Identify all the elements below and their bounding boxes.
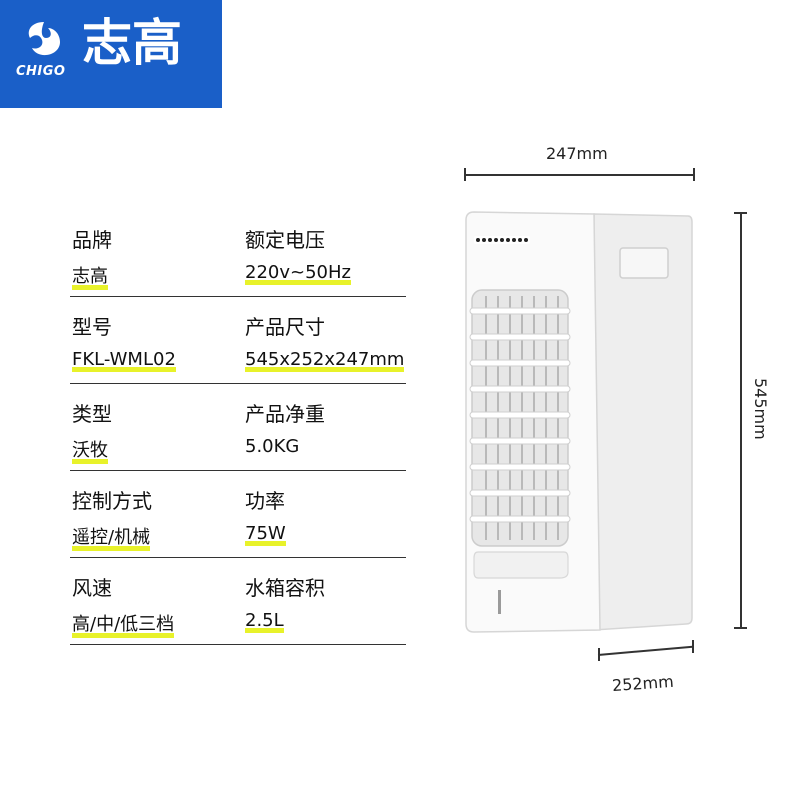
spec-label: 型号 [72,315,112,339]
spec-row: 型号 产品尺寸 FKL-WML02 545x252x247mm [70,297,406,384]
spec-value: 75W [245,523,286,546]
spec-label: 类型 [72,402,112,426]
depth-dimension-tick [598,648,600,661]
brand-name-cn: 志高 [82,14,182,72]
spec-value: 545x252x247mm [245,349,405,372]
width-dimension-tick [464,168,466,181]
height-dimension-tick [734,627,747,629]
spec-value: 志高 [72,262,108,290]
spec-label: 功率 [245,489,285,513]
spec-value: 沃牧 [72,436,108,464]
spec-row: 风速 水箱容积 高/中/低三档 2.5L [70,558,406,645]
width-dimension-tick [693,168,695,181]
spec-row: 控制方式 功率 遥控/机械 75W [70,471,406,558]
spec-label: 风速 [72,576,112,600]
spec-label: 品牌 [72,228,112,252]
spec-label: 产品尺寸 [245,315,325,339]
spec-label: 额定电压 [245,228,325,252]
spec-value: 遥控/机械 [72,523,151,551]
spec-label: 水箱容积 [245,576,325,600]
brand-name-en: CHIGO [16,64,66,79]
height-dimension-label: 545mm [751,378,770,440]
spec-row: 品牌 额定电压 志高 220v~50Hz [70,210,406,297]
spec-row: 类型 产品净重 沃牧 5.0KG [70,384,406,471]
spec-value: FKL-WML02 [72,349,176,372]
depth-dimension-tick [692,640,694,653]
spec-label: 控制方式 [72,489,152,513]
height-dimension-tick [734,212,747,214]
depth-dimension-label: 252mm [611,671,675,696]
width-dimension-line [464,174,694,176]
depth-dimension-line [597,645,693,656]
spec-value: 高/中/低三档 [72,610,175,638]
air-cooler-illustration [465,211,693,633]
fan-swirl-icon [28,22,60,56]
height-dimension-line [740,212,742,628]
spec-value: 5.0KG [245,436,300,457]
brand-logo: CHIGO 志高 [0,0,222,108]
spec-value: 2.5L [245,610,284,633]
width-dimension-label: 247mm [546,144,608,163]
spec-table: 品牌 额定电压 志高 220v~50Hz 型号 产品尺寸 FKL-WML02 5… [70,210,406,645]
spec-label: 产品净重 [245,402,325,426]
spec-value: 220v~50Hz [245,262,351,285]
